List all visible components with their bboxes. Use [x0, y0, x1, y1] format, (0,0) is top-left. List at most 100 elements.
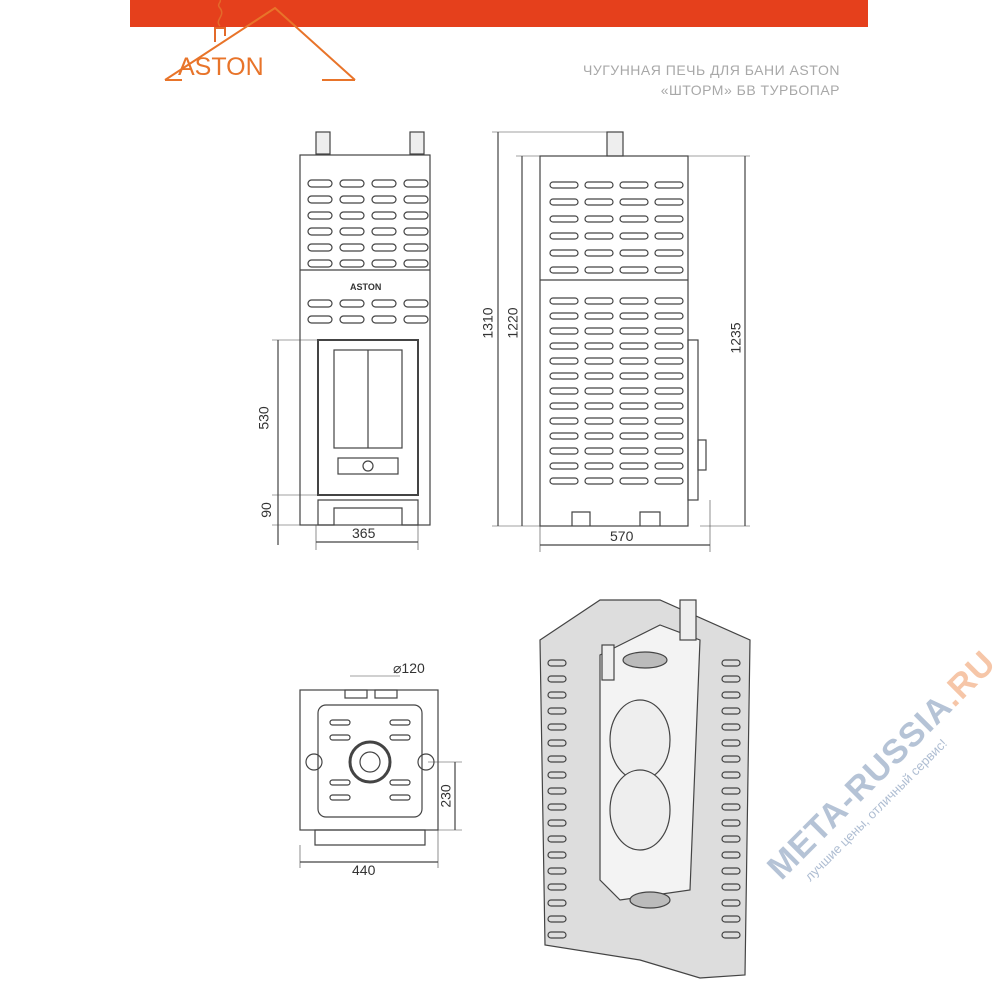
vent-slot	[654, 327, 684, 335]
vent-slot	[339, 179, 365, 188]
vent-slot	[619, 447, 649, 455]
dim-front-width: 365	[352, 525, 376, 541]
dim-side-depth: 570	[610, 528, 634, 544]
vent-slot	[584, 462, 614, 470]
vent-slot	[654, 432, 684, 440]
vent-slot	[549, 232, 579, 240]
vent-slot	[307, 315, 333, 324]
vent-slot	[584, 232, 614, 240]
vent-slot	[584, 477, 614, 485]
vent-slot	[549, 447, 579, 455]
vent-slot	[584, 327, 614, 335]
vent-slot	[549, 249, 579, 257]
vent-slot	[619, 402, 649, 410]
vent-slot	[547, 787, 567, 795]
vent-slot	[721, 867, 741, 875]
vent-slot	[654, 402, 684, 410]
vent-slot	[721, 755, 741, 763]
vent-slot	[619, 327, 649, 335]
front-view-logo: ASTON	[350, 282, 382, 292]
vent-slot	[584, 372, 614, 380]
vent-slot	[549, 387, 579, 395]
dim-side-body-height: 1220	[504, 307, 521, 339]
vent-slot	[721, 803, 741, 811]
vent-slot	[584, 297, 614, 305]
vent-slot	[584, 357, 614, 365]
title-line-1: ЧУГУННАЯ ПЕЧЬ ДЛЯ БАНИ ASTON	[583, 62, 840, 78]
top-view-drawing	[299, 675, 462, 868]
vent-slot	[654, 462, 684, 470]
vent-slot	[549, 297, 579, 305]
vent-slot	[584, 266, 614, 274]
vent-slot	[654, 357, 684, 365]
vent-slot	[547, 883, 567, 891]
vent-slot	[329, 734, 351, 741]
vent-slot	[549, 327, 579, 335]
vent-slot	[549, 372, 579, 380]
vent-slot	[584, 432, 614, 440]
vent-slot	[547, 675, 567, 683]
dim-front-base-height: 90	[257, 502, 274, 518]
vent-slot	[547, 659, 567, 667]
vent-slot	[619, 232, 649, 240]
vent-slot	[547, 915, 567, 923]
vent-slot	[549, 181, 579, 189]
vent-slot	[371, 179, 397, 188]
vent-slot	[721, 851, 741, 859]
vent-slot	[403, 179, 429, 188]
vent-slot	[619, 342, 649, 350]
vent-slot	[584, 447, 614, 455]
dim-top-width: 440	[352, 862, 376, 878]
vent-slot	[619, 357, 649, 365]
vent-slot	[721, 723, 741, 731]
vent-slot	[307, 243, 333, 252]
vent-slot	[721, 819, 741, 827]
vent-slot	[547, 835, 567, 843]
vent-slot	[389, 779, 411, 786]
vent-slot	[389, 734, 411, 741]
vent-slot	[619, 432, 649, 440]
side-view-drawing	[492, 131, 750, 552]
vent-slot	[547, 867, 567, 875]
vent-slot	[547, 819, 567, 827]
vent-slot	[547, 707, 567, 715]
vent-slot	[371, 259, 397, 268]
vent-slot	[619, 387, 649, 395]
vent-slot	[721, 675, 741, 683]
dim-side-right-height: 1235	[727, 322, 744, 354]
vent-slot	[547, 739, 567, 747]
vent-slot	[721, 883, 741, 891]
vent-slot	[619, 297, 649, 305]
vent-slot	[307, 227, 333, 236]
vent-slot	[547, 771, 567, 779]
vent-slot	[721, 787, 741, 795]
vent-slot	[721, 771, 741, 779]
vent-slot	[619, 417, 649, 425]
vent-slot	[654, 447, 684, 455]
vent-slot	[654, 249, 684, 257]
vent-slot	[584, 249, 614, 257]
vent-slot	[619, 372, 649, 380]
vent-slot	[721, 899, 741, 907]
vent-slot	[403, 315, 429, 324]
vent-slot	[389, 794, 411, 801]
vent-slot	[547, 755, 567, 763]
vent-slot	[654, 417, 684, 425]
vent-slot	[584, 198, 614, 206]
vent-slot	[654, 266, 684, 274]
vent-slot	[329, 719, 351, 726]
vent-slot	[549, 357, 579, 365]
dim-flue-diameter: ⌀120	[393, 660, 425, 676]
vent-slot	[619, 249, 649, 257]
vent-slot	[549, 432, 579, 440]
vent-slot	[339, 315, 365, 324]
vent-slot	[654, 215, 684, 223]
vent-slot	[547, 899, 567, 907]
front-view-drawing	[272, 131, 431, 550]
vent-slot	[584, 342, 614, 350]
vent-slot	[619, 477, 649, 485]
vent-slot	[307, 195, 333, 204]
vent-slot	[403, 299, 429, 308]
vent-slot	[403, 211, 429, 220]
vent-slot	[654, 181, 684, 189]
